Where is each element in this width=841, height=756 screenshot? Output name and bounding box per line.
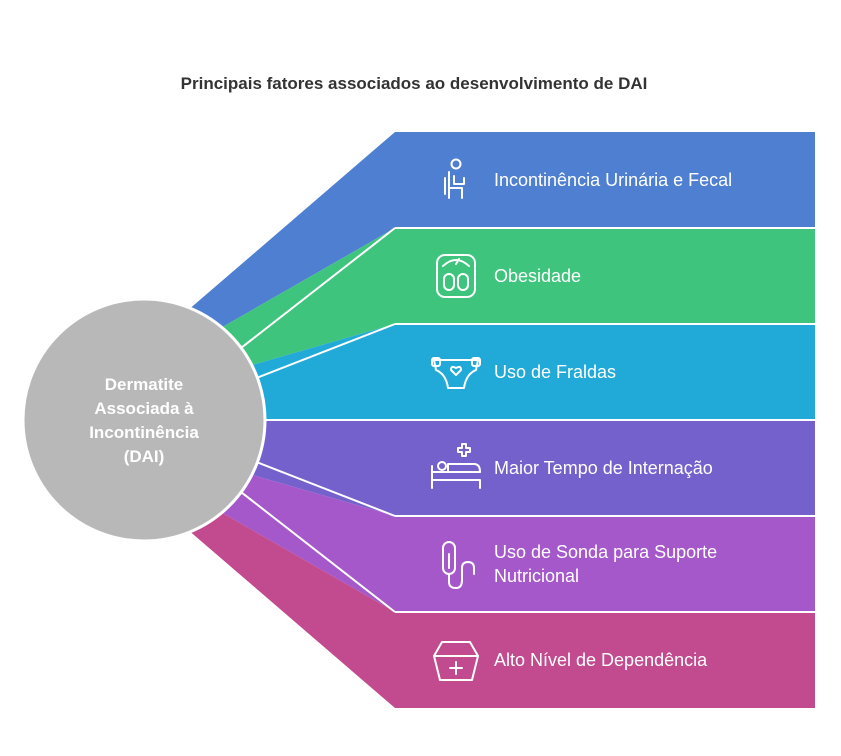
factor-label-5: Nutricional	[494, 566, 579, 586]
factor-label-4: Maior Tempo de Internação	[494, 458, 713, 478]
factor-band-2	[144, 228, 815, 396]
nurse-cap-icon	[433, 641, 479, 681]
center-circle	[21, 297, 267, 543]
center-label: Incontinência	[89, 423, 199, 442]
center-label: Associada à	[94, 399, 194, 418]
factor-band-3	[144, 324, 815, 420]
center-label: Dermatite	[105, 375, 183, 394]
factor-band-1	[144, 132, 815, 372]
factor-label-2: Obesidade	[494, 266, 581, 286]
factor-label-5: Uso de Sonda para Suporte	[494, 542, 717, 562]
factor-band-6	[144, 468, 815, 708]
weight-scale-icon	[436, 254, 476, 298]
factor-labels: Incontinência Urinária e FecalObesidadeU…	[431, 158, 732, 681]
toilet-person-icon	[444, 158, 465, 199]
factor-label-1: Incontinência Urinária e Fecal	[494, 170, 732, 190]
hospital-bed-icon	[431, 443, 481, 489]
factor-label-6: Alto Nível de Dependência	[494, 650, 708, 670]
factor-label-3: Uso de Fraldas	[494, 362, 616, 382]
center-label: (DAI)	[124, 447, 165, 466]
feeding-tube-icon	[442, 541, 475, 589]
factor-band-5	[144, 444, 815, 612]
diagram-title: Principais fatores associados ao desenvo…	[180, 74, 648, 93]
diaper-icon	[431, 357, 481, 389]
